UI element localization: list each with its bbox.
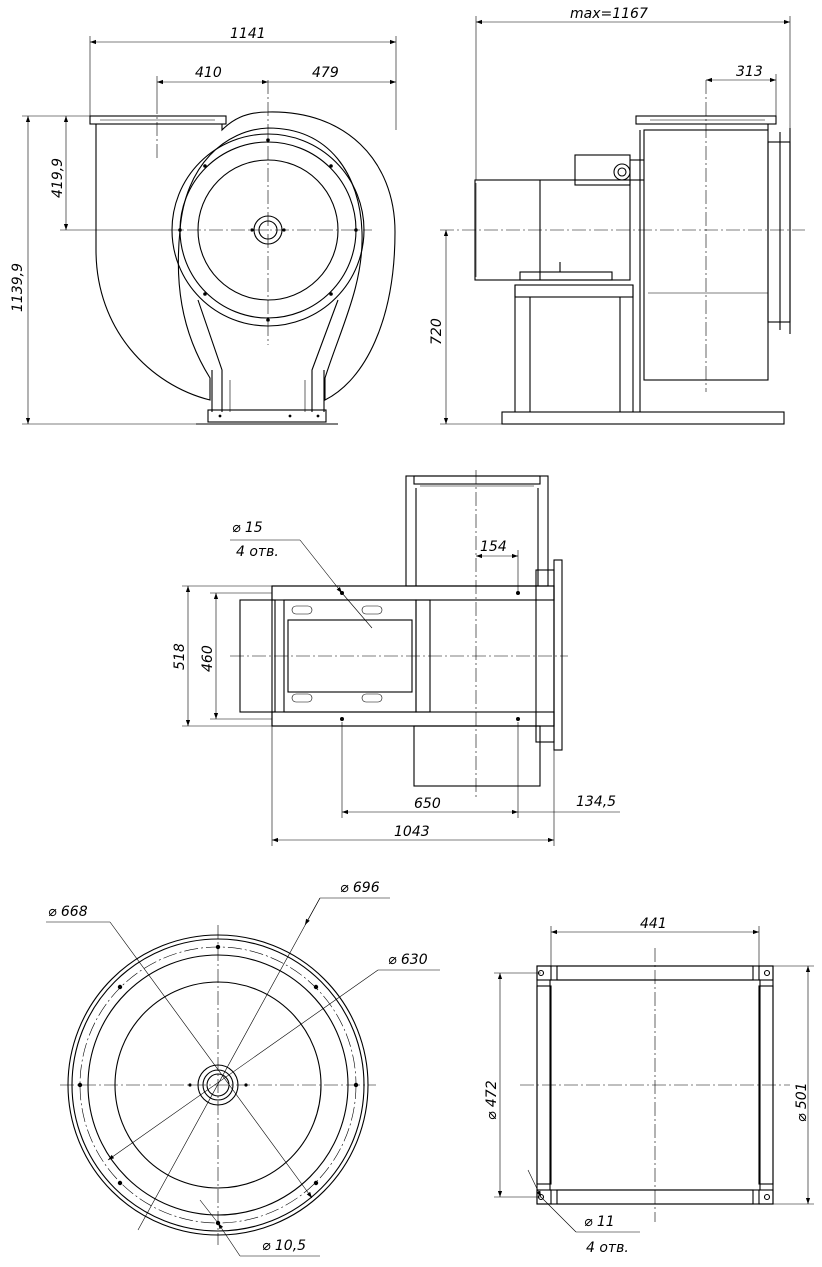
inlet-flange-view — [60, 925, 376, 1245]
plan-view — [230, 470, 568, 800]
dim-419-9: 419,9 — [50, 158, 66, 198]
dim-460: 460 — [200, 645, 216, 672]
dim-313: 313 — [736, 64, 763, 80]
side-dimensions: max=1167 313 720 — [429, 6, 791, 425]
dim-441: 441 — [640, 916, 667, 932]
plan-dimensions: ⌀ 15 4 отв. 154 518 460 650 134,5 1043 — [172, 520, 620, 846]
dim-630: ⌀ 630 — [388, 952, 428, 968]
front-dimensions: 1141 410 479 419,9 1139,9 — [10, 26, 397, 425]
dim-1141: 1141 — [230, 26, 266, 42]
side-view — [440, 80, 805, 425]
outlet-dimensions: 441 ⌀ 472 ⌀ 501 ⌀ 11 4 отв. — [484, 916, 814, 1256]
outlet-flange-view — [520, 948, 790, 1222]
dim-479: 479 — [312, 65, 339, 81]
dim-hole-11: ⌀ 11 — [584, 1214, 615, 1230]
dim-410: 410 — [195, 65, 222, 81]
dim-hole-10-5: ⌀ 10,5 — [262, 1238, 306, 1254]
dim-hole-15: ⌀ 15 — [232, 520, 263, 536]
dim-501: ⌀ 501 — [794, 1082, 810, 1122]
dim-720: 720 — [429, 318, 445, 345]
inlet-dimensions: ⌀ 668 ⌀ 696 ⌀ 630 ⌀ 10,5 — [46, 880, 440, 1257]
dim-1139-9: 1139,9 — [10, 263, 26, 312]
dim-696: ⌀ 696 — [340, 880, 380, 896]
dim-154: 154 — [480, 539, 507, 555]
dim-hole-count-outlet: 4 отв. — [586, 1240, 629, 1256]
dim-hole-count-plan: 4 отв. — [236, 544, 279, 560]
dim-134-5: 134,5 — [576, 794, 616, 810]
dim-1043: 1043 — [394, 824, 430, 840]
dim-518: 518 — [172, 643, 188, 670]
front-view — [89, 80, 396, 425]
dim-650: 650 — [414, 796, 441, 812]
dim-472: ⌀ 472 — [484, 1080, 500, 1120]
dim-max-1167: max=1167 — [570, 6, 648, 22]
dim-668: ⌀ 668 — [48, 904, 88, 920]
